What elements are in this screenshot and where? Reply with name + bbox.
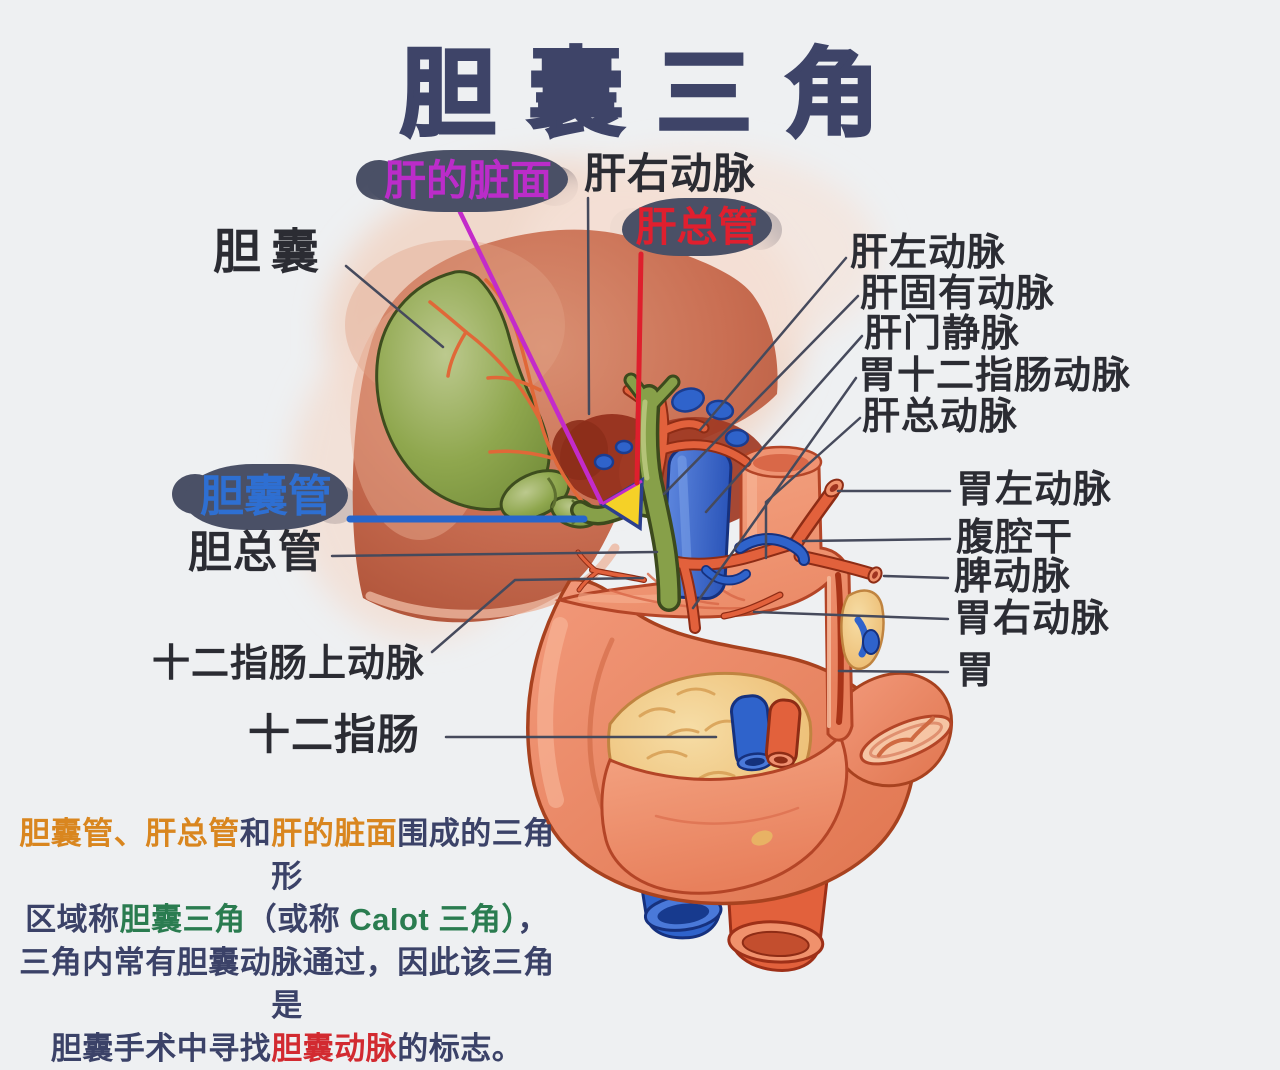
caption-seg: 区域称 bbox=[25, 902, 120, 937]
label-right-hepatic-artery: 肝右动脉 bbox=[584, 150, 757, 197]
caption-seg: 的标志。 bbox=[397, 1031, 524, 1066]
caption-seg: 三角内常有胆囊动脉通过，因此该三角是 bbox=[19, 945, 555, 1023]
pancreas-tail bbox=[840, 589, 885, 671]
callout-visceral-surface-text: 肝的脏面 bbox=[383, 157, 552, 204]
caption-line-2: 区域称胆囊三角（或称 Calot 三角）， bbox=[6, 898, 568, 941]
label-left-hepatic-artery: 肝左动脉 bbox=[850, 232, 1007, 274]
callout-common-hepatic-duct-text: 肝总管 bbox=[635, 204, 759, 250]
superior-mesenteric-artery bbox=[764, 698, 802, 769]
bile-duct-shape bbox=[623, 372, 681, 612]
caption-seg: Calot 三角） bbox=[349, 902, 518, 937]
caption-line-4: 胆囊手术中寻找胆囊动脉的标志。 bbox=[6, 1027, 568, 1070]
caption-paragraph: 胆囊管、肝总管和肝的脏面围成的三角形 区域称胆囊三角（或称 Calot 三角），… bbox=[6, 812, 568, 1070]
callout-cystic-duct: 胆囊管 bbox=[172, 464, 358, 530]
colored-leader-lines bbox=[346, 209, 644, 523]
label-common-bile-duct: 胆总管 bbox=[188, 528, 323, 577]
caption-seg: （或称 bbox=[245, 902, 350, 937]
caption-seg: 肝总管 bbox=[145, 816, 240, 851]
label-proper-hepatic-artery: 肝固有动脉 bbox=[860, 273, 1056, 315]
callout-common-hepatic-duct: 肝总管 bbox=[610, 198, 782, 256]
gallbladder-shape bbox=[375, 270, 598, 529]
caption-line-1: 胆囊管、肝总管和肝的脏面围成的三角形 bbox=[6, 812, 568, 898]
leader-lines bbox=[330, 196, 952, 739]
anatomy-illustration bbox=[290, 150, 953, 972]
label-duodenum: 十二指肠 bbox=[248, 711, 421, 758]
callout-cystic-duct-text: 胆囊管 bbox=[200, 472, 332, 521]
label-gastroduodenal-artery: 胃十二指肠动脉 bbox=[858, 355, 1132, 397]
caption-seg: 胆囊三角 bbox=[119, 902, 246, 937]
caption-seg: 胆囊手术中寻找 bbox=[50, 1031, 272, 1066]
caption-seg: 、 bbox=[113, 816, 146, 851]
label-supraduodenal-artery: 十二指肠上动脉 bbox=[152, 643, 426, 685]
label-hepatic-portal-vein: 肝门静脉 bbox=[864, 313, 1021, 355]
caption-seg: 和 bbox=[239, 816, 272, 851]
superior-mesenteric-vein bbox=[730, 694, 774, 772]
label-stomach: 胃 bbox=[956, 650, 996, 692]
page-title: 胆囊三角 bbox=[399, 40, 912, 150]
splenic-vein bbox=[701, 533, 810, 586]
label-right-gastric-artery: 胃右动脉 bbox=[954, 598, 1111, 640]
label-splenic-artery: 脾动脉 bbox=[954, 556, 1072, 598]
duodenum-cut-end bbox=[838, 671, 953, 788]
label-gallbladder: 胆囊 bbox=[213, 226, 330, 279]
caption-seg: ， bbox=[517, 902, 549, 937]
label-left-gastric-artery: 胃左动脉 bbox=[956, 469, 1113, 511]
caption-line-3: 三角内常有胆囊动脉通过，因此该三角是 bbox=[6, 941, 568, 1027]
caption-seg: 围成的三角形 bbox=[271, 816, 555, 894]
caption-seg: 肝的脏面 bbox=[271, 816, 398, 851]
callout-visceral-surface: 肝的脏面 bbox=[356, 150, 578, 212]
caption-seg: 胆囊管 bbox=[19, 816, 114, 851]
label-celiac-trunk: 腹腔干 bbox=[956, 517, 1074, 559]
caption-seg: 胆囊动脉 bbox=[271, 1031, 398, 1066]
anatomy-diagram-page: 胆囊三角 肝的脏面 肝总管 胆囊管 胆囊 肝右动脉 肝左动脉 肝固有动脉 肝门静… bbox=[19, 40, 1132, 1067]
label-common-hepatic-artery: 肝总动脉 bbox=[862, 396, 1019, 438]
